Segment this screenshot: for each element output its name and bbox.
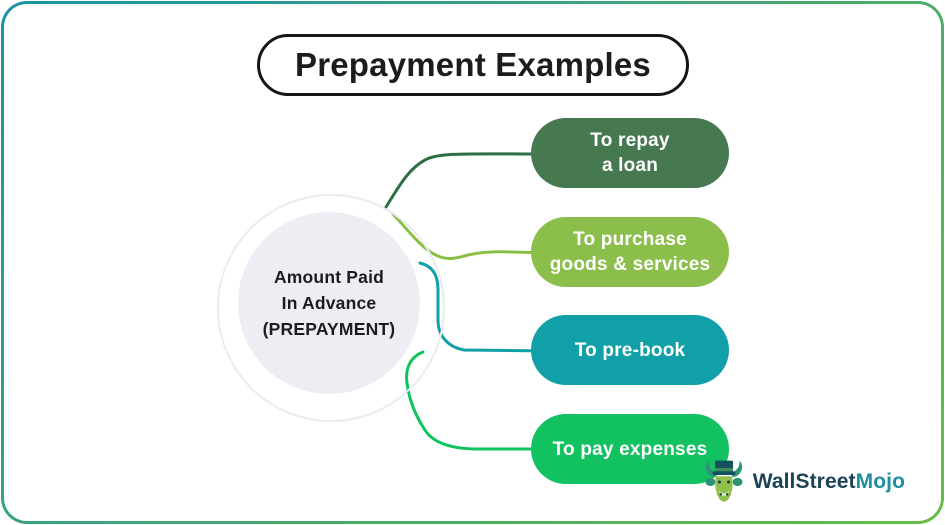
logo-text-mojo: Mojo bbox=[855, 470, 905, 493]
node-label-line: To pay expenses bbox=[552, 438, 708, 460]
page-title: Prepayment Examples bbox=[295, 46, 651, 83]
center-node: Amount Paid In Advance (PREPAYMENT) bbox=[238, 212, 420, 394]
center-node-ring bbox=[217, 194, 445, 422]
node-label-line: To purchase bbox=[573, 229, 687, 250]
wallstreetmojo-logo: WallStreetMojo bbox=[702, 459, 905, 505]
node-to-pre-book: To pre-book bbox=[531, 315, 729, 385]
node-to-repay-a-loan: To repay a loan bbox=[531, 118, 729, 188]
center-node-line1: Amount Paid bbox=[273, 267, 385, 287]
center-node-line3: (PREPAYMENT) bbox=[262, 319, 396, 339]
connector-repay-loan-line bbox=[384, 152, 551, 209]
bull-mascot-icon bbox=[705, 460, 743, 502]
logo-wordmark: WallStreetMojo bbox=[753, 470, 905, 494]
node-label-line: To repay bbox=[590, 130, 670, 151]
center-node-line2: In Advance bbox=[281, 293, 377, 313]
card-background: Prepayment Examples Amount Paid In Advan… bbox=[4, 4, 941, 521]
logo-text-wallstreet: WallStreet bbox=[752, 470, 856, 493]
node-to-purchase-goods-services: To purchase goods & services bbox=[531, 217, 729, 287]
node-label-line: a loan bbox=[601, 155, 659, 176]
node-label-line: To pre-book bbox=[574, 339, 686, 361]
node-label-line: goods & services bbox=[549, 254, 711, 275]
title-pill: Prepayment Examples bbox=[257, 34, 689, 96]
node-to-pay-expenses: To pay expenses bbox=[531, 414, 729, 484]
